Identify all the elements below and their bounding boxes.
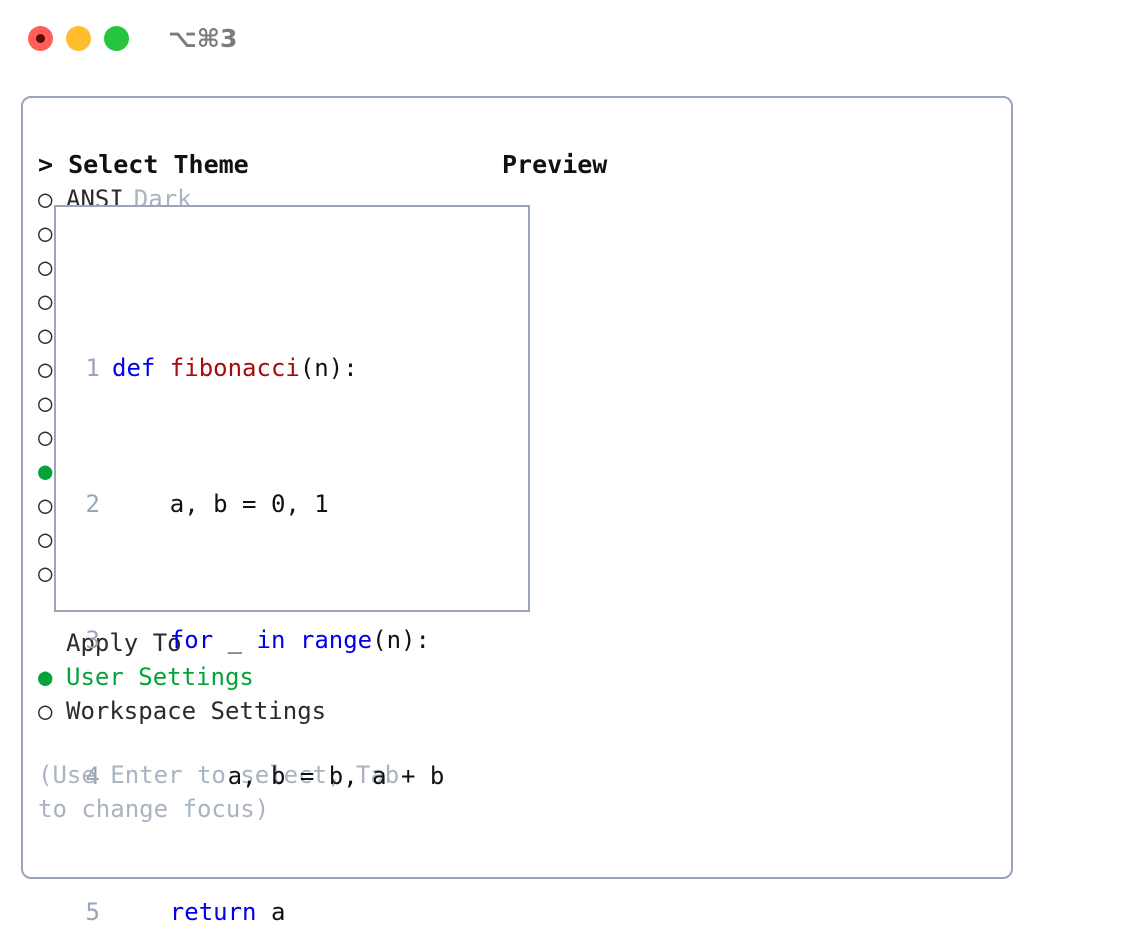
radio-icon: ○ bbox=[38, 355, 53, 383]
radio-icon: ○ bbox=[38, 525, 53, 553]
radio-icon: ○ bbox=[38, 253, 53, 281]
radio-icon: ○ bbox=[38, 697, 53, 725]
keyboard-hint-text: (Use Enter to select, Tab to change focu… bbox=[38, 761, 414, 823]
code-token bbox=[285, 623, 299, 657]
code-sample: 1 def fibonacci (n): 2 a, b = 0, 1 3 for… bbox=[74, 249, 473, 934]
line-number: 1 bbox=[85, 354, 100, 382]
code-token: a, b = b, a + b bbox=[112, 762, 445, 790]
radio-icon: ○ bbox=[38, 559, 53, 587]
radio-icon: ○ bbox=[38, 389, 53, 417]
preview-box: 1 def fibonacci (n): 2 a, b = 0, 1 3 for… bbox=[54, 205, 530, 926]
select-theme-prompt: > Select Theme bbox=[38, 150, 249, 179]
code-token: range bbox=[299, 626, 373, 654]
apply-to-heading: Apply To bbox=[66, 629, 182, 657]
apply-to-option-workspace-settings[interactable]: ○ Workspace Settings bbox=[38, 694, 478, 728]
radio-icon: ○ bbox=[38, 423, 53, 451]
code-line: 5 return a bbox=[74, 895, 473, 929]
title-bar: ⌥⌘3 bbox=[0, 0, 1140, 80]
radio-icon: ○ bbox=[38, 491, 53, 519]
code-line: 3 for _ in range (n): bbox=[74, 623, 473, 657]
code-token: (n): bbox=[299, 354, 358, 382]
apply-to-option-user-settings[interactable]: ● User Settings bbox=[38, 660, 478, 694]
radio-selected-icon: ● bbox=[38, 457, 53, 485]
code-token bbox=[112, 895, 170, 929]
code-token: a, b = 0, 1 bbox=[112, 490, 329, 518]
code-token: a bbox=[256, 898, 286, 926]
code-token: for bbox=[169, 626, 214, 654]
code-token: return bbox=[169, 898, 257, 926]
radio-icon: ○ bbox=[38, 185, 53, 213]
code-line: 4 a, b = b, a + b bbox=[74, 759, 473, 793]
code-token: def bbox=[112, 354, 170, 382]
preview-heading: Preview bbox=[502, 150, 608, 179]
apply-to-option-list: ● User Settings ○ Workspace Settings bbox=[38, 660, 478, 728]
code-token: in bbox=[256, 626, 286, 654]
preview-column: Preview bbox=[502, 148, 992, 185]
line-number: 5 bbox=[85, 898, 100, 926]
radio-icon: ○ bbox=[38, 321, 53, 349]
code-token: _ bbox=[213, 626, 257, 654]
code-token: (n): bbox=[372, 626, 430, 654]
radio-icon: ○ bbox=[38, 219, 53, 247]
maximize-window-button[interactable] bbox=[104, 26, 129, 51]
line-number: 4 bbox=[85, 762, 100, 790]
minimize-window-button[interactable] bbox=[66, 26, 91, 51]
line-number: 3 bbox=[85, 626, 100, 654]
apply-to-option-label: User Settings bbox=[66, 663, 254, 691]
radio-selected-icon: ● bbox=[38, 663, 53, 691]
keyboard-shortcut-label: ⌥⌘3 bbox=[168, 24, 238, 53]
radio-icon: ○ bbox=[38, 287, 53, 315]
close-window-button[interactable] bbox=[28, 26, 53, 51]
apply-to-option-label: Workspace Settings bbox=[66, 697, 327, 725]
traffic-light-buttons bbox=[28, 26, 129, 51]
code-token bbox=[112, 623, 170, 657]
code-line: 2 a, b = 0, 1 bbox=[74, 487, 473, 521]
code-line: 1 def fibonacci (n): bbox=[74, 351, 473, 385]
theme-selector-panel: > Select Theme ○ ANSI Dark ○ Atom One Da… bbox=[21, 96, 1013, 926]
code-token: fibonacci bbox=[169, 354, 300, 382]
line-number: 2 bbox=[85, 490, 100, 518]
